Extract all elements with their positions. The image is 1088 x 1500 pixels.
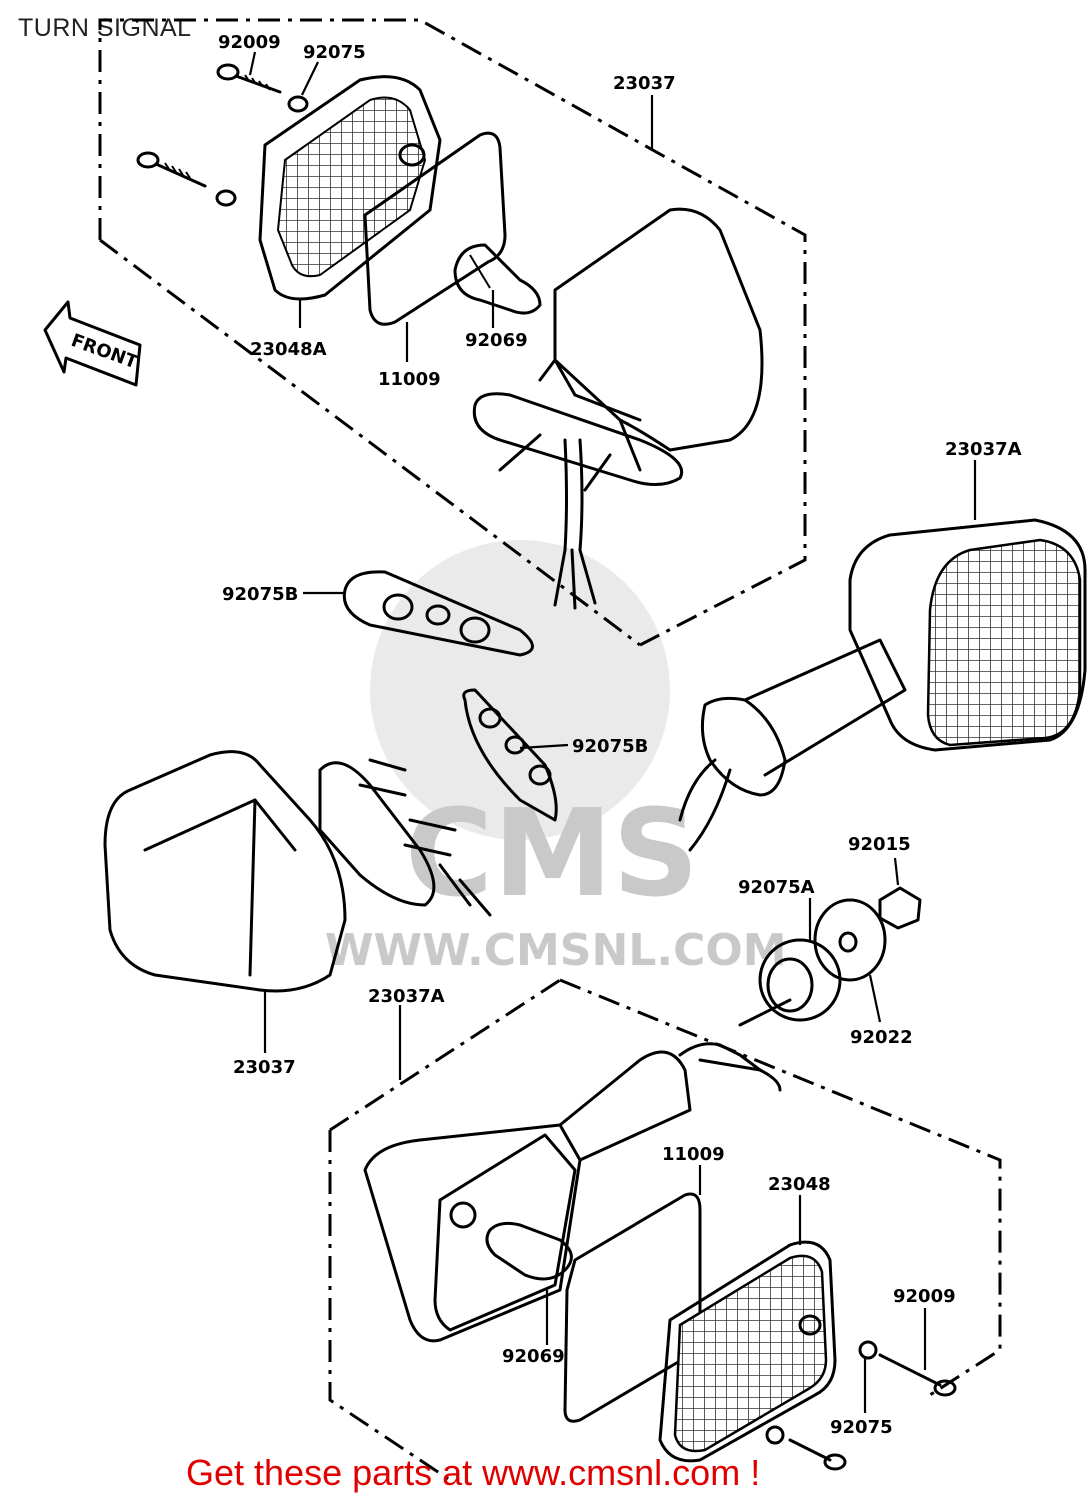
watermark: CMS WWW.CMSNL.COM [325,540,787,976]
label-92075-top: 92075 [303,42,366,63]
bulb-92069-top [453,243,542,315]
label-92015: 92015 [848,834,911,855]
lens-23048-bottom [658,1240,837,1463]
housing-23037-top [472,207,764,610]
washer-92022 [813,898,887,982]
part-labels: 92009 92075 23037 23048A 11009 92069 230… [218,32,1022,1438]
screw-92009-top [216,63,282,94]
leader-lines [248,51,977,1413]
label-23037A-bottom: 23037A [368,986,445,1007]
label-92075A: 92075A [738,877,815,898]
lens-23048A [258,75,442,301]
label-23037-left: 23037 [233,1057,296,1078]
turn-signal-23037-left [103,750,492,993]
watermark-site: WWW.CMSNL.COM [325,925,787,976]
label-92022: 92022 [850,1027,913,1048]
grommet-92075A [738,938,842,1027]
label-11009-top: 11009 [378,369,441,390]
label-23037A-right: 23037A [945,439,1022,460]
label-92009-bottom: 92009 [893,1286,956,1307]
bulb-92069-bottom [485,1221,573,1281]
rubber-92075B-left [342,570,534,657]
washer-92075-top [287,95,309,113]
label-23048A: 23048A [250,339,327,360]
screw-lower-left-top [136,151,207,188]
label-92069-top: 92069 [465,330,528,351]
front-label: FRONT [68,330,141,374]
label-92075B-left: 92075B [222,584,298,605]
watermark-brand: CMS [405,785,699,924]
label-11009-bottom: 11009 [662,1144,725,1165]
exploded-view-boundaries [98,18,1002,1482]
label-92009-top: 92009 [218,32,281,53]
washer-bottom-lower [765,1425,785,1445]
label-23048: 23048 [768,1174,831,1195]
screw-92009-bottom [878,1353,957,1397]
screw-bottom-lower [788,1438,847,1471]
nut-92015 [878,886,922,930]
label-92069-bottom: 92069 [502,1346,565,1367]
rubber-92075B-mid [462,688,558,822]
footer-link[interactable]: Get these parts at www.cmsnl.com ! [186,1452,761,1493]
label-92075-bottom: 92075 [830,1417,893,1438]
turn-signal-23037A-right [678,518,1087,852]
label-92075B-mid: 92075B [572,736,648,757]
front-arrow-icon: FRONT [43,300,142,387]
washer-lower-top [215,189,237,207]
label-23037-top: 23037 [613,73,676,94]
washer-92075-bottom [858,1340,878,1360]
gasket-11009-top [363,131,507,326]
turn-signal-23037A-bottom [363,1042,782,1343]
